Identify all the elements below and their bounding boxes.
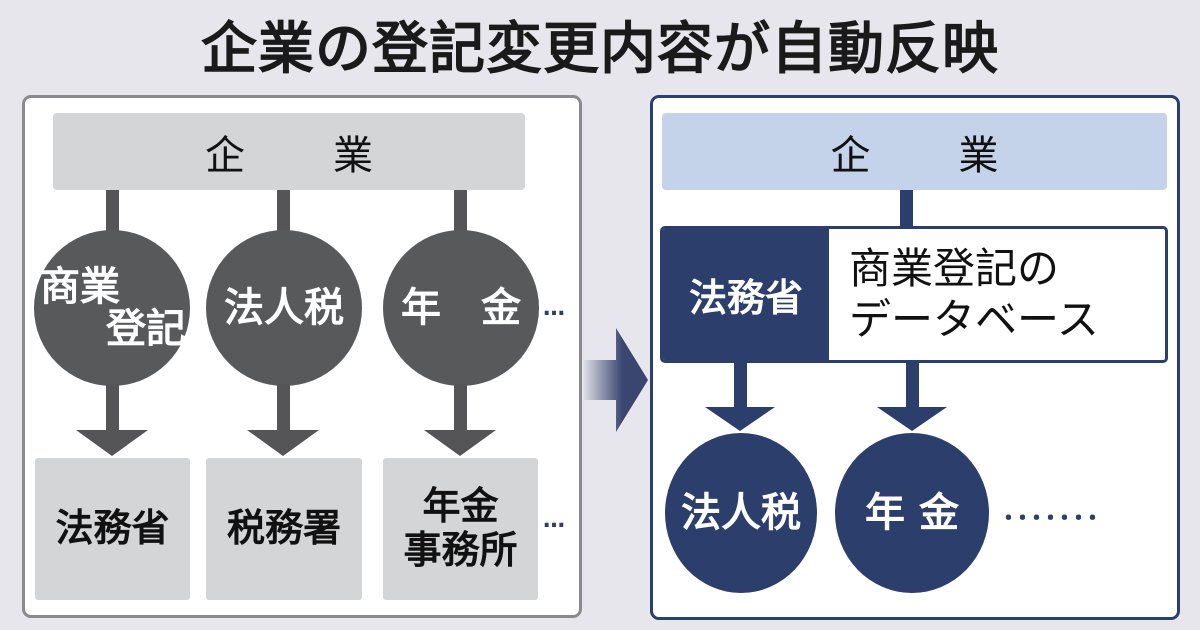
- database-label: 商業登記の データベース: [829, 229, 1165, 360]
- database-box: 法務省 商業登記の データベース: [660, 226, 1168, 363]
- target-corporate-tax: 法人税: [665, 433, 817, 593]
- arrow-stem: [454, 384, 467, 432]
- agency-pension-office: 年金 事務所: [383, 458, 538, 600]
- ellipsis: …: [543, 296, 566, 321]
- connector: [900, 190, 913, 228]
- connector: [454, 190, 467, 235]
- target-pension: 年 金: [835, 433, 989, 593]
- arrow-down-icon: [76, 430, 148, 456]
- ellipsis: ･･･････: [1002, 504, 1101, 534]
- procedure-corporate-tax: 法人税: [206, 230, 362, 386]
- ministry-of-justice-label: 法務省: [663, 229, 829, 360]
- arrow-down-icon: [247, 430, 319, 456]
- label: データベース: [849, 294, 1099, 344]
- transition-arrow-icon: [584, 328, 648, 432]
- label: 事務所: [403, 528, 518, 572]
- company-bar: 企 業: [53, 113, 525, 190]
- arrow-stem: [277, 384, 290, 432]
- label: 登記: [106, 306, 186, 352]
- label: 年金: [422, 484, 499, 529]
- page-title: 企業の登記変更内容が自動反映: [201, 17, 999, 82]
- ellipsis: …: [543, 508, 566, 533]
- arrow-stem: [734, 363, 747, 409]
- arrow-down-icon: [424, 430, 496, 456]
- connector: [277, 190, 290, 235]
- procedure-pension: 年 金: [383, 230, 539, 386]
- agency-tax-office: 税務署: [206, 458, 362, 600]
- connector: [106, 190, 119, 235]
- company-bar: 企 業: [662, 113, 1167, 190]
- arrow-stem: [106, 384, 119, 432]
- procedure-commercial-registration: 商業 登記: [34, 230, 190, 386]
- arrow-down-icon: [877, 407, 947, 431]
- arrow-stem: [906, 363, 919, 409]
- agency-ministry-of-justice: 法務省: [35, 458, 190, 600]
- arrow-down-icon: [705, 407, 775, 431]
- label: 商業登記の: [849, 244, 1060, 294]
- label: 商業: [40, 264, 120, 310]
